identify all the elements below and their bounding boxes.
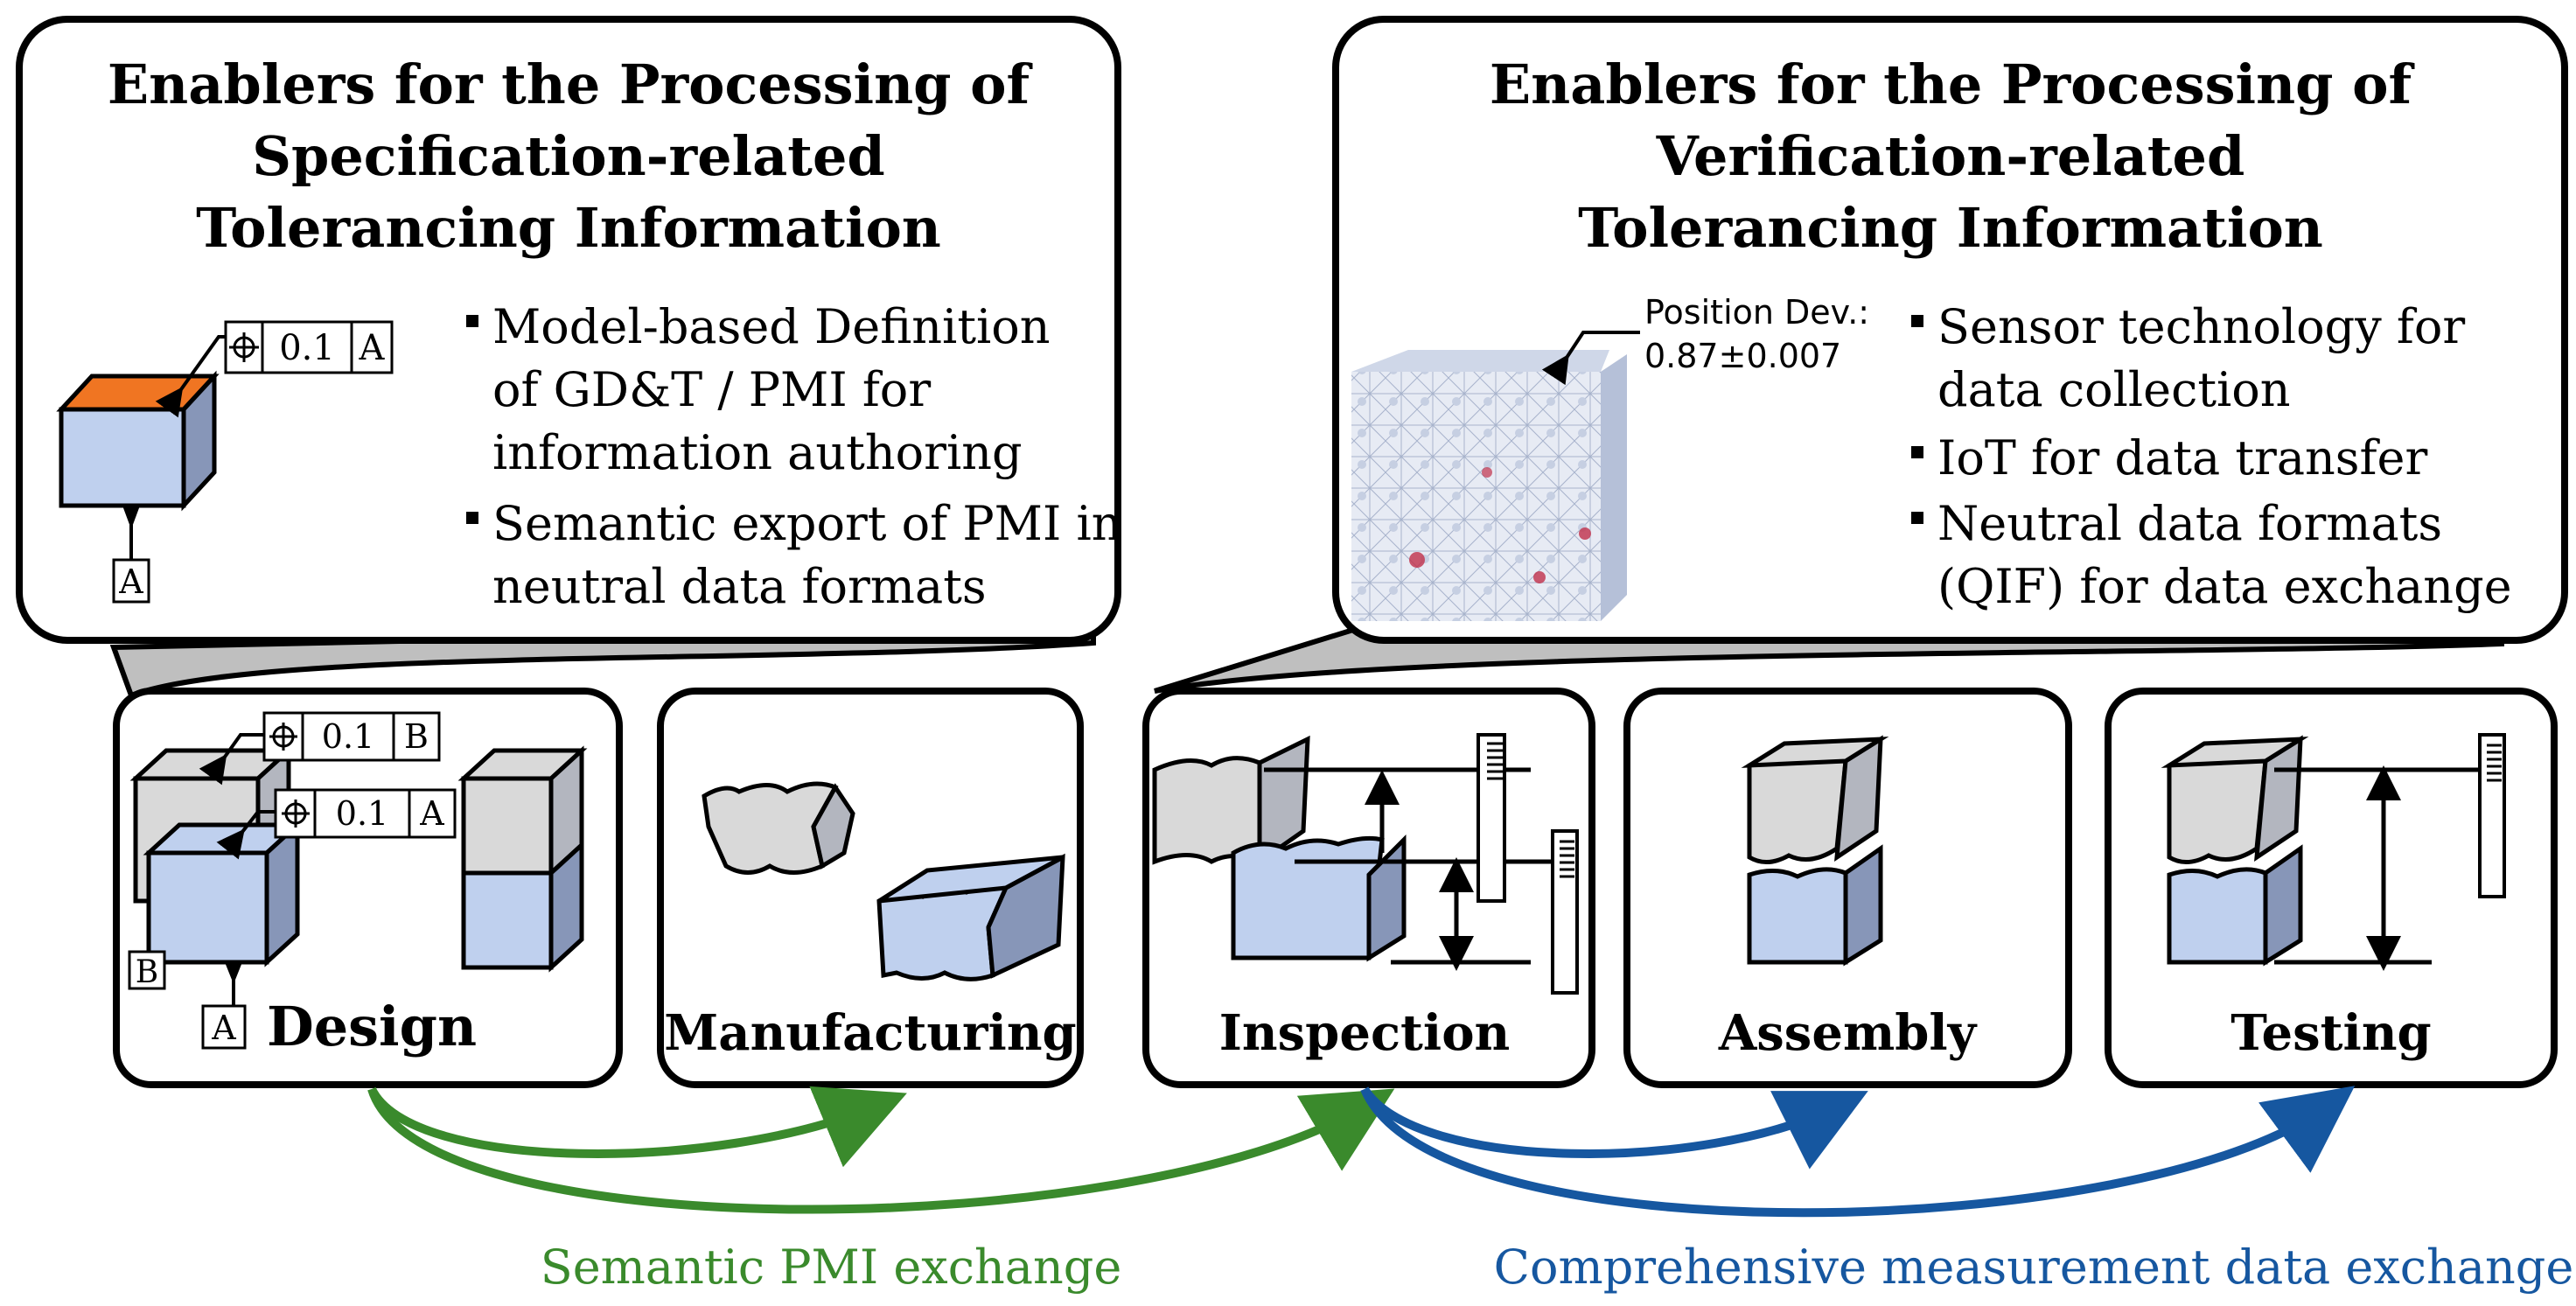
deviation-label: Position Dev.: [1644, 293, 1869, 332]
verif-title-line-3: Tolerancing Information [1578, 196, 2323, 260]
verif-bullet-1-line-2: data collection [1937, 362, 2291, 417]
stage-manufacturing-label: Manufacturing [664, 1004, 1076, 1062]
spec-datum-label: A [118, 562, 143, 601]
stage-inspection-label: Inspection [1219, 1004, 1511, 1062]
verif-bullet-3-line-2: (QIF) for data exchange [1937, 559, 2512, 614]
stage-testing[interactable]: Testing [2105, 688, 2558, 1088]
measurement-arrow-to-testing [1360, 1086, 2356, 1218]
verif-bullet-2-line-1: IoT for data transfer [1937, 430, 2427, 485]
mesh-cube-illustration: Position Dev.: 0.87±0.007 [1351, 293, 1869, 621]
stage-design-label: Design [267, 995, 477, 1058]
design-fcf1-datum: B [404, 717, 429, 756]
spec-bullet-list: Model-based Definition of GD&T / PMI for… [466, 299, 1122, 614]
verif-bullet-list: Sensor technology for data collection Io… [1911, 299, 2512, 614]
spec-fcf-value: 0.1 [279, 328, 335, 368]
specification-panel: Enablers for the Processing of Specifica… [16, 16, 1122, 644]
position-symbol-icon [229, 332, 259, 362]
pmi-flow-arrows [367, 1086, 1395, 1214]
spec-bullet-1-line-3: information authoring [492, 425, 1023, 480]
measurement-flow-arrows [1360, 1086, 2356, 1218]
deviation-value: 0.87±0.007 [1644, 337, 1841, 375]
design-datum-a: A [211, 1009, 236, 1047]
bullet-square-icon [1911, 512, 1923, 524]
spec-cube-illustration: 0.1 A A [56, 320, 394, 604]
verif-title-line-1: Enablers for the Processing of [1490, 52, 2415, 116]
spec-fcf-datum: A [359, 328, 386, 368]
spec-title-line-2: Specification-related [252, 124, 885, 188]
spec-bullet-1-line-1: Model-based Definition [492, 299, 1051, 354]
position-symbol-icon [282, 800, 310, 828]
pmi-arrow-design-to-manufacturing [367, 1086, 907, 1168]
verif-bullet-1-line-1: Sensor technology for [1937, 299, 2465, 354]
spec-title-line-1: Enablers for the Processing of [108, 52, 1033, 116]
stage-assembly-label: Assembly [1718, 1004, 1978, 1062]
stage-design[interactable]: B A 0.1 B 0.1 A [113, 688, 623, 1088]
stage-manufacturing[interactable]: Manufacturing [657, 688, 1084, 1088]
bullet-square-icon [466, 512, 478, 524]
position-symbol-icon [269, 723, 297, 751]
caliper-gauge-icon [1551, 829, 1579, 995]
design-datum-b: B [136, 954, 158, 990]
measurement-arrow-to-assembly [1360, 1086, 1868, 1170]
pmi-flow-label: Semantic PMI exchange [541, 1240, 1122, 1295]
caliper-gauge-icon [1476, 733, 1506, 903]
verif-title-line-2: Verification-related [1656, 124, 2245, 188]
spec-bullet-1-line-2: of GD&T / PMI for [492, 362, 931, 417]
measurement-flow-label: Comprehensive measurement data exchange [1494, 1240, 2574, 1295]
verif-bullet-3-line-1: Neutral data formats [1937, 496, 2442, 551]
spec-bullet-2-line-1: Semantic export of PMI in [492, 496, 1122, 551]
stage-testing-label: Testing [2230, 1004, 2431, 1062]
spec-bullet-2-line-2: neutral data formats [492, 559, 987, 614]
design-fcf2-value: 0.1 [336, 794, 388, 833]
caliper-gauge-icon [2478, 733, 2506, 898]
stage-assembly[interactable]: Assembly [1623, 688, 2072, 1088]
bullet-square-icon [466, 315, 478, 327]
bullet-square-icon [1911, 446, 1923, 458]
bullet-square-icon [1911, 315, 1923, 327]
stage-inspection[interactable]: Inspection [1142, 688, 1595, 1088]
verification-panel: Enablers for the Processing of Verificat… [1332, 16, 2568, 644]
design-fcf2-datum: A [419, 794, 444, 833]
spec-title-line-3: Tolerancing Information [196, 196, 941, 260]
design-fcf1-value: 0.1 [322, 717, 374, 756]
pmi-arrow-design-to-inspection [367, 1087, 1395, 1214]
